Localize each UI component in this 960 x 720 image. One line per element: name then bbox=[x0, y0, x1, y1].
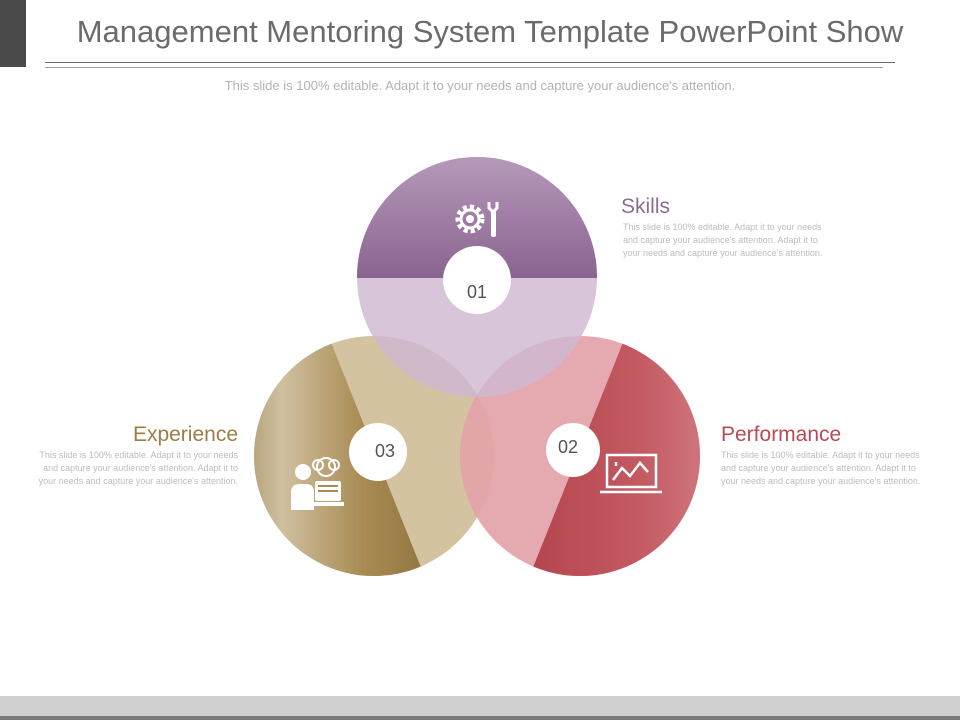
skills-heading: Skills bbox=[621, 195, 671, 218]
badge-03 bbox=[349, 423, 407, 481]
experience-heading: Experience bbox=[132, 423, 238, 446]
slide-subtitle: This slide is 100% editable. Adapt it to… bbox=[224, 78, 736, 93]
gear-wrench-icon bbox=[455, 202, 499, 237]
experience-number: 03 bbox=[375, 441, 395, 461]
footer-line bbox=[0, 716, 960, 720]
slide-title: Management Mentoring System Template Pow… bbox=[76, 14, 904, 49]
performance-description: This slide is 100% editable. Adapt it to… bbox=[721, 450, 921, 486]
badge-01 bbox=[443, 246, 511, 314]
skills-number: 01 bbox=[467, 282, 487, 302]
experience-description: This slide is 100% editable. Adapt it to… bbox=[38, 450, 238, 486]
title-rule bbox=[45, 62, 895, 63]
badge-02 bbox=[546, 423, 600, 477]
performance-number: 02 bbox=[558, 437, 578, 457]
line-chart-board-icon bbox=[600, 453, 662, 494]
title-rule-secondary bbox=[45, 67, 883, 68]
corner-accent bbox=[0, 0, 26, 67]
person-computer-icon bbox=[291, 457, 344, 510]
skills-description: This slide is 100% editable. Adapt it to… bbox=[623, 222, 823, 258]
performance-heading: Performance bbox=[721, 423, 842, 446]
